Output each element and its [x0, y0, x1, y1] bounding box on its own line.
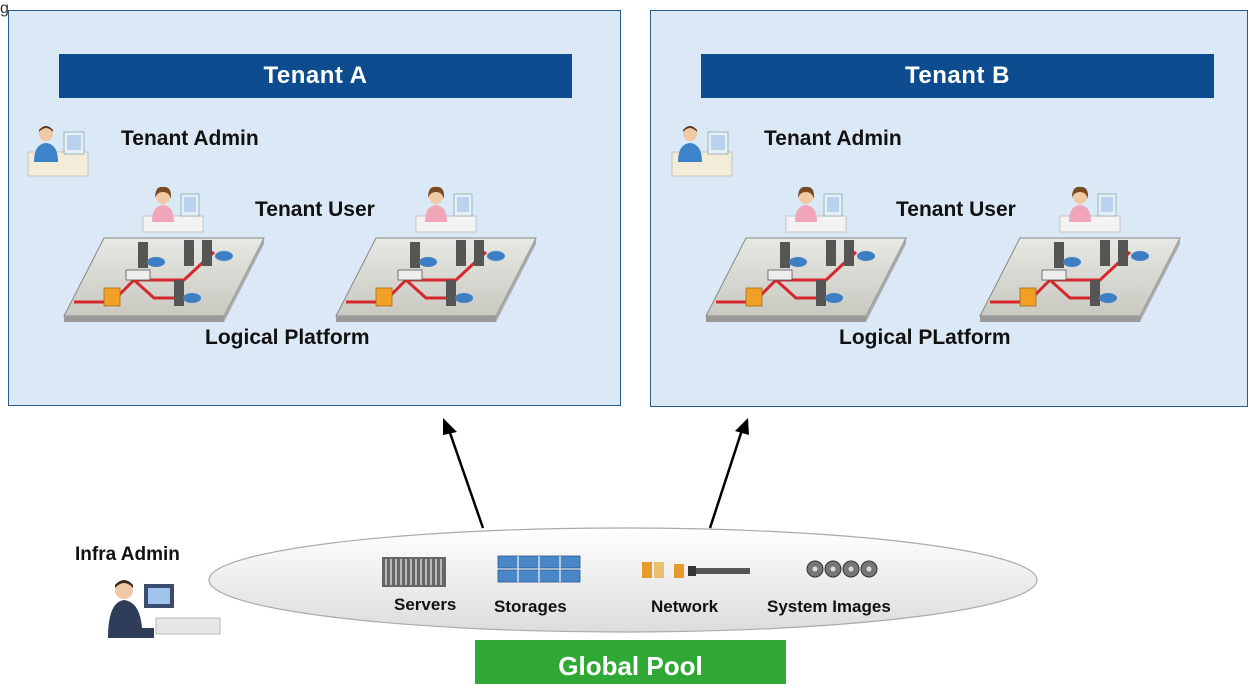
system-images-icon [806, 560, 878, 578]
tenant-a-admin-icon [27, 125, 89, 177]
tenant-a-platform-1-icon [62, 236, 266, 324]
system-images-label: System Images [767, 597, 891, 616]
storages-label: Storages [494, 597, 567, 616]
tenant-b-admin-icon [671, 125, 733, 177]
tenant-a-admin-label: Tenant Admin [121, 127, 259, 150]
tenant-b-user-label: Tenant User [896, 198, 1016, 221]
tenant-b-admin-label: Tenant Admin [764, 127, 902, 150]
tenant-b-user-2-icon [1059, 186, 1121, 233]
network-icon [642, 562, 750, 578]
tenant-b-platform-label: Logical PLatform [839, 326, 1011, 349]
tenant-a-user-2-icon [415, 186, 477, 233]
tenant-b-platform-1-icon [704, 236, 908, 324]
tenant-a-platform-2-icon [334, 236, 538, 324]
tenant-b-user-1-icon [785, 186, 847, 233]
network-label: Network [651, 597, 719, 616]
arrow-to-tenant-b [708, 418, 749, 529]
tenant-a-box: Tenant A Tenant Admin Tenant User Logica… [8, 10, 621, 406]
arrow-to-tenant-a [443, 418, 485, 529]
tenant-b-platform-2-icon [978, 236, 1182, 324]
infra-admin-label: Infra Admin [75, 544, 180, 565]
tenant-b-title: Tenant B [701, 54, 1214, 98]
tenant-a-user-1-icon [142, 186, 204, 233]
servers-icon [382, 557, 446, 587]
tenant-b-box: Tenant B Tenant Admin Tenant User Logica… [650, 10, 1248, 407]
tenant-a-title: Tenant A [59, 54, 572, 98]
tenant-a-user-label: Tenant User [255, 198, 375, 221]
storages-icon [497, 555, 581, 583]
global-pool-banner: Global Pool [475, 640, 786, 684]
corner-caption-fragment: g [0, 0, 9, 17]
infra-admin-icon [108, 580, 221, 638]
tenant-a-platform-label: Logical Platform [205, 326, 370, 349]
servers-label: Servers [394, 595, 457, 614]
global-pool-ellipse [208, 527, 1038, 633]
